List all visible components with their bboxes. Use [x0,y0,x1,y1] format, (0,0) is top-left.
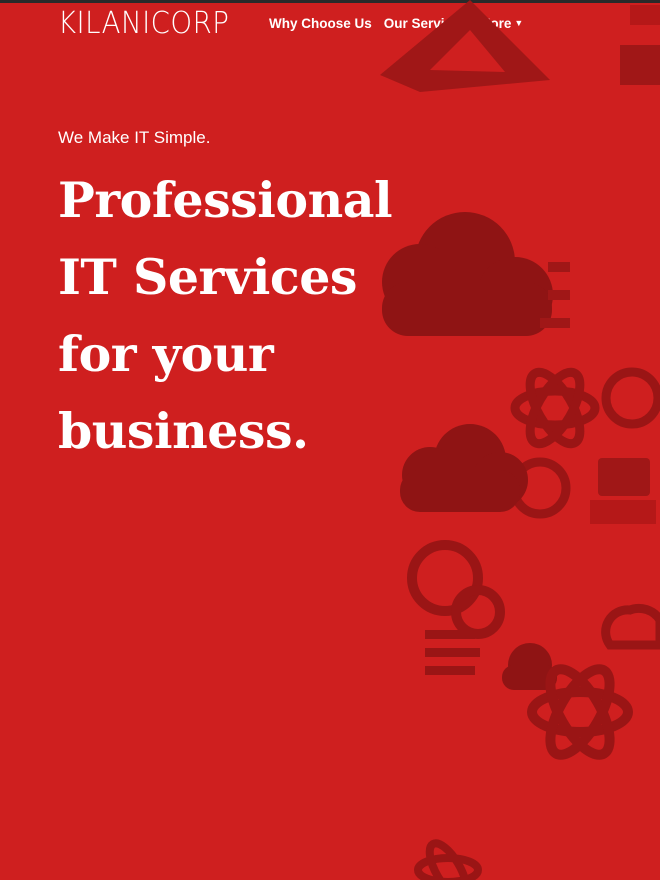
triangle-icon [380,0,660,92]
cloud-icon [400,424,528,512]
browser-top-edge [0,0,660,3]
nav-our-services[interactable]: Our Services [383,16,468,31]
nav-why-choose-us[interactable]: Why Choose Us [269,16,372,31]
site-logo[interactable]: KILANICORP [58,6,230,41]
headline-line-1: Professional [58,171,393,229]
hero-headline: Professional IT Services for your busine… [58,162,418,470]
nav-more[interactable]: More▼ [479,16,523,31]
cloud-icon [601,603,660,650]
hero-tagline: We Make IT Simple. [58,128,211,147]
chevron-down-icon: ▼ [514,18,524,28]
gear-icon [407,540,505,639]
cloud-icon [502,643,557,690]
gear-bars [425,630,480,675]
headline-line-3: for your [58,325,274,383]
atom-icon [527,664,633,760]
nav-more-label: More [479,16,512,31]
power-icon [509,367,660,519]
atom-icon [510,367,600,449]
atom-icon [414,839,482,880]
headline-line-2: IT Services [58,248,358,306]
headline-line-4: business. [58,402,309,460]
main-nav: Why Choose Us Our Services More▼ [269,16,523,31]
monitor-icon [590,458,656,524]
